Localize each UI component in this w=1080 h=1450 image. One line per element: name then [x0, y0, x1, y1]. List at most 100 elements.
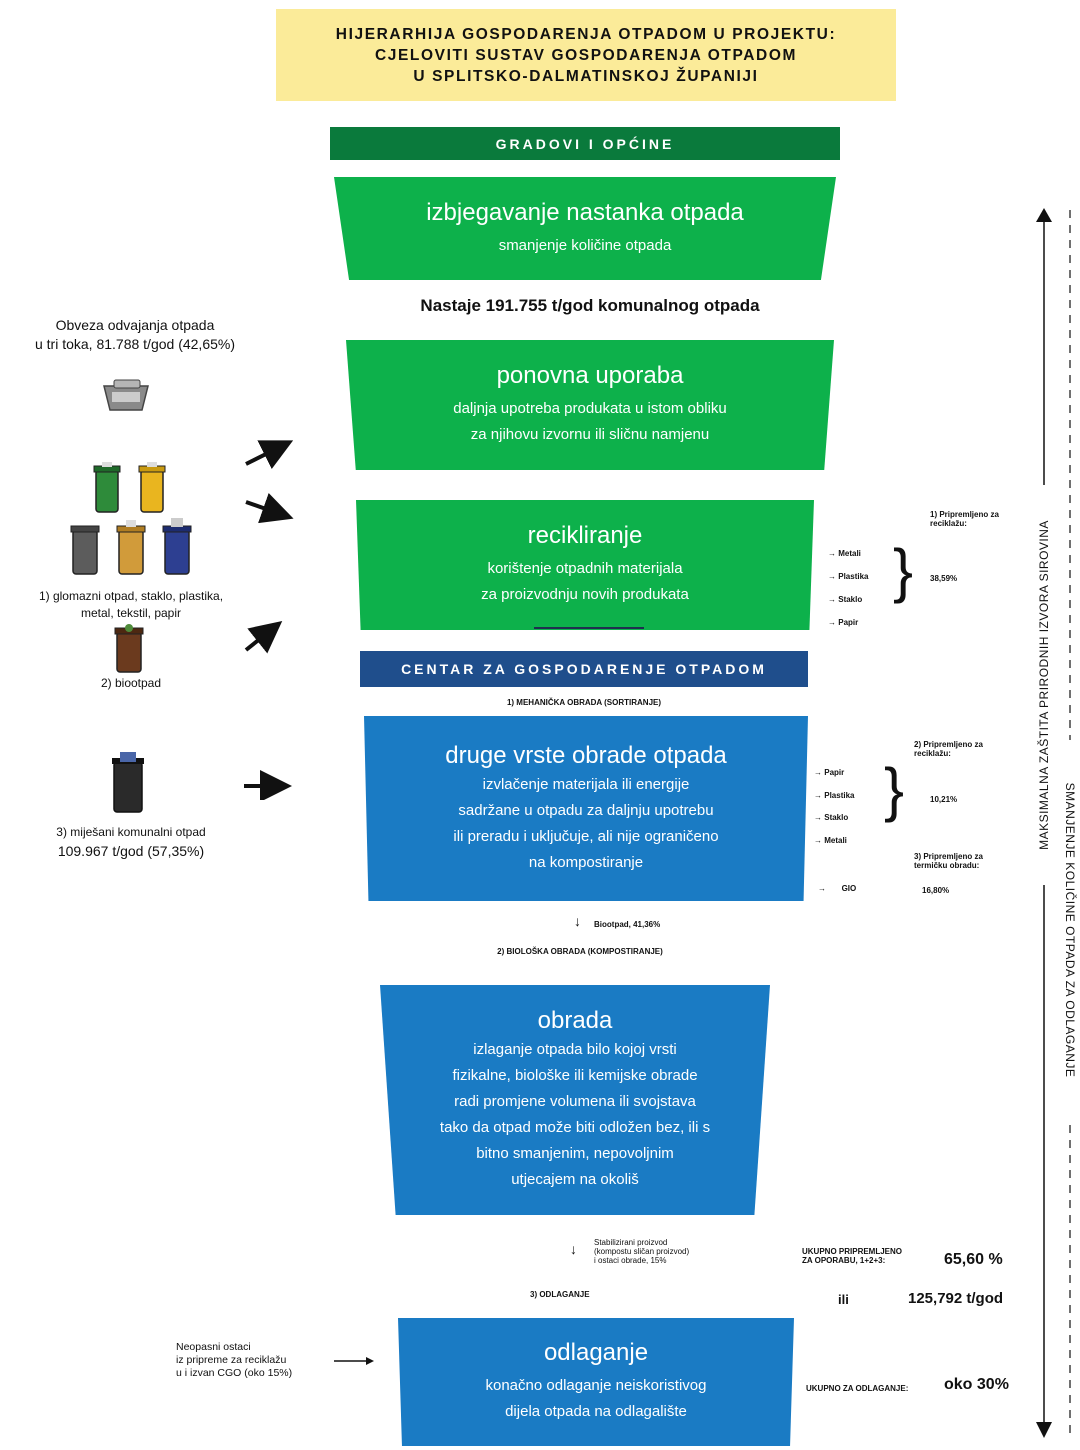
- title-line-1: HIJERARHIJA GOSPODARENJA OTPADOM U PROJE…: [335, 25, 837, 43]
- level-recycle-line2: za proizvodnju novih produkata: [481, 586, 689, 603]
- vertical-right-label: SMANJENJE KOLIČINE OTPADA ZA ODLAGANJE: [1062, 740, 1078, 1120]
- prep1-line1: 1) Pripremljeno za: [930, 510, 999, 519]
- prep2-line2: reciklažu:: [914, 749, 951, 758]
- bio-label: Biootpad, 41,36%: [594, 920, 661, 929]
- total-prep-line1: UKUPNO PRIPREMLJENO: [802, 1247, 903, 1256]
- level-treatment-line2: fizikalne, biološke ili kemijske obrade: [452, 1067, 698, 1084]
- total-disposal-value: oko 30%: [944, 1376, 1009, 1393]
- green-bin-icon: [93, 462, 121, 513]
- level-other-line3: ili preradu i uključuje, ali nije ograni…: [453, 827, 719, 845]
- generated-amount: Nastaje 191.755 t/god komunalnog otpada: [420, 296, 760, 315]
- gio-row: → GIO: [818, 884, 857, 893]
- cities-band-label: GRADOVI I OPĆINE: [495, 135, 675, 152]
- list1-item-label: Staklo: [838, 595, 863, 604]
- level-treatment-line4: tako da otpad može biti odložen bez, ili…: [439, 1119, 711, 1136]
- level-avoid: izbjegavanje nastanka otpada smanjenje k…: [334, 177, 836, 280]
- ili-label: ili: [838, 1292, 849, 1307]
- list2: → Papir → Plastika → Staklo → Metali: [814, 762, 854, 852]
- prep3-line2: termičku obradu:: [914, 861, 980, 870]
- level-treatment-line3: radi promjene volumena ili svojstava: [454, 1093, 696, 1110]
- list1-item: → Papir: [828, 618, 859, 627]
- orange-bin-icon: [116, 520, 146, 575]
- level-other-line4: na kompostiranje: [528, 853, 644, 871]
- vertical-left-label: MAKSIMALNA ZAŠTITA PRIRODNIH IZVORA SIRO…: [1036, 485, 1052, 885]
- list1-item: → Plastika: [828, 572, 869, 581]
- prep2-title: 2) Pripremljeno za reciklažu:: [914, 740, 983, 758]
- level-treatment-line1: izlaganje otpada bilo kojoj vrsti: [473, 1041, 677, 1058]
- level-other-heading: druge vrste obrade otpada: [445, 741, 727, 769]
- title-line-3: U SPLITSKO-DALMATINSKOJ ŽUPANIJI: [413, 67, 759, 85]
- list2-item: → Papir: [814, 768, 845, 777]
- list1-item: → Metali: [828, 549, 861, 558]
- pct2: 10,21%: [930, 795, 958, 804]
- arrows-left: [244, 440, 294, 800]
- residue-line2: iz pripreme za reciklažu: [176, 1354, 287, 1366]
- list1-brace: }: [893, 537, 914, 604]
- residue-line3: u i izvan CGO (oko 15%): [176, 1367, 293, 1379]
- prep1-line2: reciklažu:: [930, 519, 967, 528]
- total-pct: 65,60 %: [944, 1251, 1003, 1268]
- blue-bin-icon: [162, 518, 192, 575]
- stab-label: Stabilizirani proizvod (kompostu sličan …: [594, 1238, 689, 1265]
- list2-item-label: Papir: [824, 768, 845, 777]
- total-tonnes: 125,792 t/god: [908, 1290, 1004, 1307]
- stream3-line2: 109.967 t/god (57,35%): [57, 843, 205, 859]
- mechanical-step: 1) MEHANIČKA OBRADA (SORTIRANJE): [506, 698, 662, 707]
- obligation-line1: Obveza odvajanja otpada: [55, 317, 215, 333]
- pct1: 38,59%: [930, 574, 958, 583]
- yellow-bin-icon: [138, 462, 166, 513]
- stab-line1: Stabilizirani proizvod: [594, 1238, 668, 1247]
- stream3-line1: 3) miješani komunalni otpad: [56, 825, 206, 839]
- level-recycle: recikliranje korištenje otpadnih materij…: [356, 500, 814, 630]
- level-avoid-heading: izbjegavanje nastanka otpada: [426, 198, 744, 226]
- list2-item: → Staklo: [814, 813, 849, 822]
- stream3-text: 3) miješani komunalni otpad 109.967 t/go…: [0, 823, 262, 861]
- prep3-line1: 3) Pripremljeno za: [914, 852, 983, 861]
- list2-item: → Plastika: [814, 790, 855, 800]
- level-treatment: obrada izlaganje otpada bilo kojoj vrsti…: [380, 985, 770, 1215]
- total-disposal-label: UKUPNO ZA ODLAGANJE:: [806, 1384, 909, 1393]
- stream1-line2: metal, tekstil, papir: [80, 606, 182, 620]
- total-prep-label: UKUPNO PRIPREMLJENO ZA OPORABU, 1+2+3:: [802, 1247, 902, 1265]
- landfill-step: 3) ODLAGANJE: [530, 1290, 590, 1299]
- obligation-line2: u tri toka, 81.788 t/god (42,65%): [34, 336, 235, 352]
- prep3-title: 3) Pripremljeno za termičku obradu:: [914, 852, 983, 870]
- prep2-line1: 2) Pripremljeno za: [914, 740, 983, 749]
- level-other-line1: izvlačenje materijala ili energije: [482, 775, 690, 793]
- level-other-line2: sadržane u otpadu za daljnju upotrebu: [458, 801, 714, 819]
- center-band-label: CENTAR ZA GOSPODARENJE OTPADOM: [401, 661, 767, 677]
- level-disposal-heading: odlaganje: [543, 1339, 649, 1366]
- list2-item-label: Staklo: [824, 813, 849, 822]
- diagram-title: HIJERARHIJA GOSPODARENJA OTPADOM U PROJE…: [276, 9, 896, 101]
- list1: → Metali → Plastika → Staklo → Papir: [828, 542, 868, 634]
- collection-basket-icon: [103, 379, 149, 411]
- stab-line3: i ostaci obrade, 15%: [594, 1256, 667, 1265]
- gio-label: GIO: [841, 884, 857, 893]
- list2-brace: }: [884, 756, 905, 823]
- level-recycle-line1: korištenje otpadnih materijala: [487, 560, 683, 577]
- level-treatment-line5: bitno smanjenim, nepovoljnim: [476, 1145, 674, 1162]
- list2-item-label: Metali: [824, 835, 847, 845]
- level-disposal-line2: dijela otpada na odlagalište: [505, 1403, 687, 1420]
- level-reuse-line1: daljnja upotreba produkata u istom oblik…: [453, 400, 727, 417]
- level-recycle-heading: recikliranje: [527, 522, 643, 549]
- center-band: CENTAR ZA GOSPODARENJE OTPADOM: [360, 651, 808, 687]
- list1-item-label: Plastika: [838, 572, 869, 581]
- list1-item: → Staklo: [828, 595, 863, 604]
- level-treatment-heading: obrada: [537, 1007, 613, 1034]
- list1-item-label: Metali: [838, 549, 861, 558]
- list2-item: → Metali: [814, 835, 847, 845]
- residue-arrow: [334, 1357, 374, 1365]
- residue-line1: Neopasni ostaci: [176, 1341, 251, 1353]
- title-line-2: CJELOVITI SUSTAV GOSPODARENJA OTPADOM: [374, 46, 798, 64]
- recycle-divider: [534, 627, 644, 629]
- pct3: 16,80%: [922, 886, 950, 895]
- brown-bin-icon: [114, 624, 144, 673]
- residue-text: Neopasni ostaci iz pripreme za reciklažu…: [176, 1341, 292, 1380]
- cities-band: GRADOVI I OPĆINE: [330, 127, 840, 160]
- level-avoid-line1: smanjenje količine otpada: [498, 236, 672, 254]
- obligation-text: Obveza odvajanja otpada u tri toka, 81.7…: [0, 316, 270, 354]
- level-reuse-line2: za njihovu izvornu ili sličnu namjenu: [470, 426, 710, 443]
- stream1-line1: 1) glomazni otpad, staklo, plastika,: [38, 589, 224, 603]
- stab-line2: (kompostu sličan proizvod): [594, 1247, 690, 1256]
